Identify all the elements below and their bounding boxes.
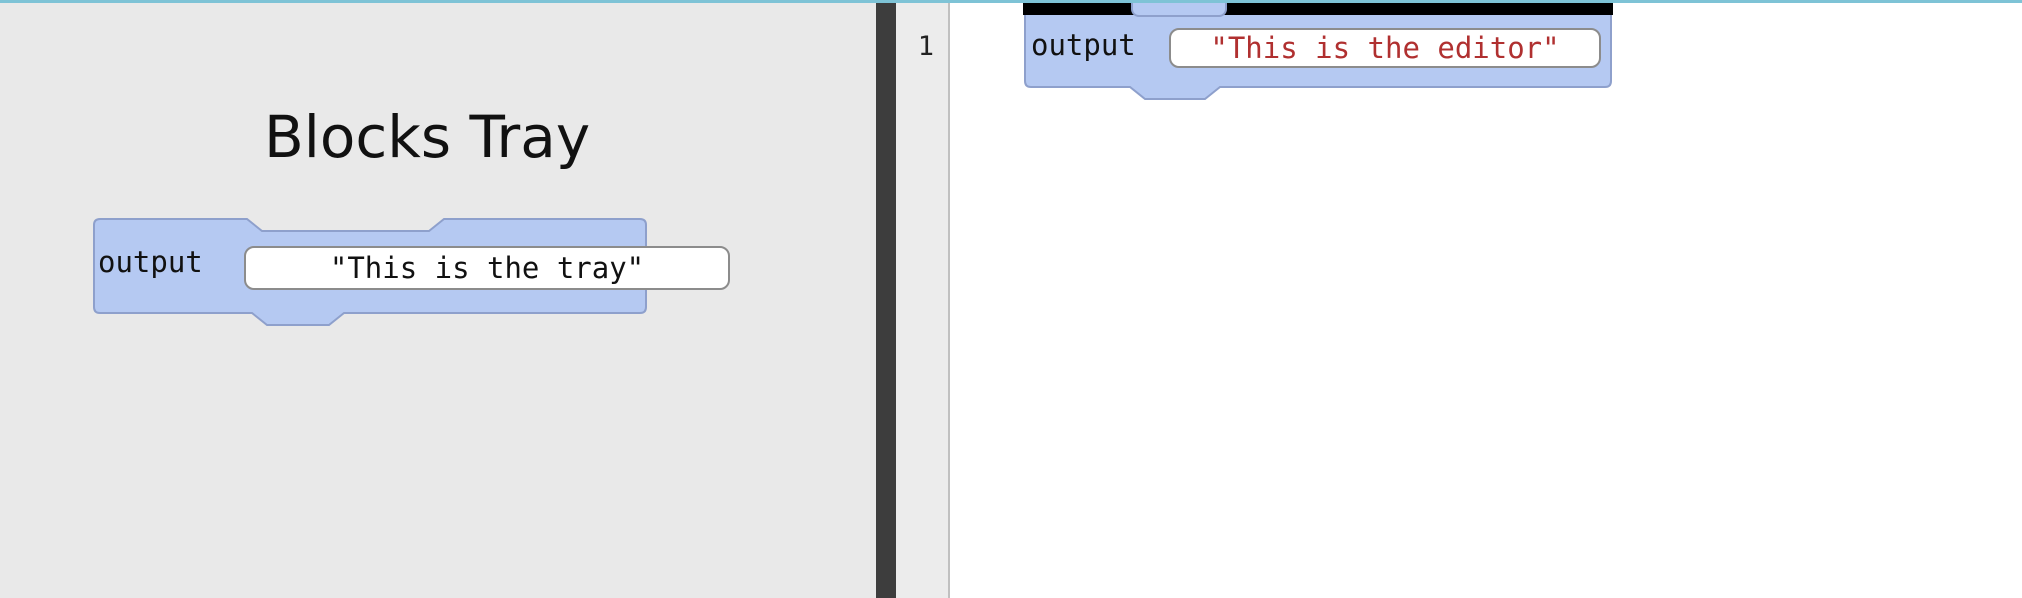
editor-output-block[interactable]: output "This is the editor" — [1023, 3, 1613, 100]
blocks-tray: Blocks Tray output "This is the tray" — [0, 3, 876, 598]
code-editor[interactable]: output "This is the editor" — [950, 3, 2022, 598]
tray-block-keyword: output — [98, 245, 203, 279]
line-number: 1 — [917, 31, 934, 62]
tray-output-block[interactable]: output "This is the tray" — [92, 217, 730, 329]
block-selection-highlight — [1023, 3, 1613, 15]
block-connector-notch — [1131, 3, 1227, 17]
tray-block-string-input[interactable]: "This is the tray" — [244, 246, 730, 290]
editor-block-keyword: output — [1031, 28, 1136, 62]
editor-block-string-input[interactable]: "This is the editor" — [1169, 28, 1601, 68]
tray-title: Blocks Tray — [264, 103, 591, 171]
line-gutter: 1 — [896, 3, 950, 598]
panel-splitter[interactable] — [876, 3, 896, 598]
